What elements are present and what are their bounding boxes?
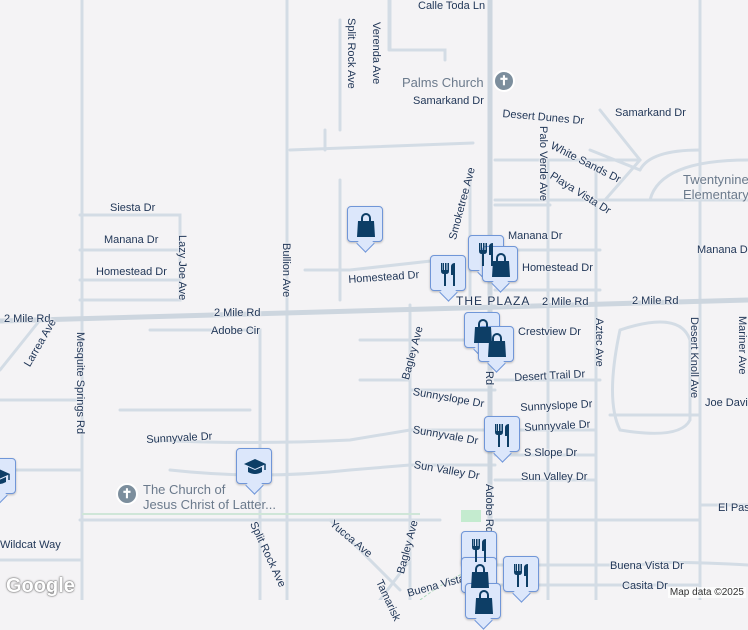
church-icon[interactable]: ✝	[493, 70, 515, 92]
street-label: Palo Verde Ave	[537, 126, 549, 202]
street-label: 2 Mile Rd	[4, 313, 51, 325]
street-label: Desert Knoll Ave	[688, 317, 700, 399]
street-label: 2 Mile Rd	[632, 295, 679, 307]
fork-knife-icon	[479, 243, 493, 266]
street-label: Adobe Cir	[211, 325, 260, 337]
fork-knife-icon	[472, 539, 486, 562]
street-label: Manana Dr	[697, 244, 748, 256]
google-logo: Google	[6, 575, 75, 597]
shopping-bag-icon	[492, 253, 510, 277]
street-label: Verenda Ave	[370, 22, 382, 85]
restaurant-marker[interactable]	[503, 556, 539, 592]
shopping-bag-icon	[475, 590, 493, 614]
lds-line2: Jesus Christ of Latter...	[143, 497, 276, 512]
street-label: Wildcat Way	[0, 539, 61, 551]
place-label-palms-church[interactable]: Palms Church	[402, 75, 484, 90]
place-label-elementary[interactable]: Twentynine Elementary	[683, 172, 748, 202]
street-label: Crestview Dr	[518, 326, 581, 338]
fork-knife-icon	[495, 424, 509, 447]
school-marker[interactable]	[236, 448, 272, 484]
street-label: Mesquite Springs Rd	[74, 332, 86, 435]
park-area	[461, 510, 481, 522]
street-label: Mariner Ave	[736, 316, 748, 375]
place-label-the-plaza: THE PLAZA	[456, 294, 531, 308]
street-label: Homestead Dr	[522, 262, 593, 274]
street-label: Adobe Rd	[483, 484, 495, 533]
street-label: Manana Dr	[508, 230, 563, 242]
street-label: Manana Dr	[104, 234, 159, 246]
street-label: Siesta Dr	[110, 202, 156, 214]
shopping-marker[interactable]	[482, 246, 518, 282]
street-label: S Slope Dr	[524, 447, 578, 459]
street-label: 2 Mile Rd	[214, 307, 261, 319]
road-network[interactable]	[0, 0, 748, 600]
street-label: 2 Mile Rd	[542, 296, 589, 308]
lds-line1: The Church of	[143, 482, 226, 497]
school-marker[interactable]	[0, 458, 16, 494]
fork-knife-icon	[514, 564, 528, 587]
elementary-line1: Twentynine	[683, 172, 748, 187]
street-label: Bullion Ave	[280, 243, 292, 298]
street-label: Buena Vista Dr	[610, 560, 684, 572]
street-label: Samarkand Dr	[615, 107, 686, 119]
restaurant-marker[interactable]	[484, 416, 520, 452]
street-label: Calle Toda Ln	[418, 0, 486, 12]
map-attribution[interactable]: Map data ©2025	[667, 587, 746, 598]
restaurant-marker[interactable]	[430, 255, 466, 291]
street-label: Lazy Joe Ave	[176, 235, 188, 301]
street-label: Samarkand Dr	[413, 95, 484, 107]
shopping-bag-icon	[357, 213, 375, 237]
street-label: Split Rock Ave	[345, 18, 357, 89]
graduation-cap-icon	[0, 469, 10, 484]
church-icon[interactable]: ✝	[116, 483, 138, 505]
street-label: Casita Dr	[622, 580, 668, 592]
street-label: Sun Valley Dr	[521, 471, 588, 483]
street-label: Rd	[483, 371, 495, 386]
shopping-bag-icon	[471, 564, 489, 588]
street-label: Homestead Dr	[96, 266, 167, 278]
street-label: Aztec Ave	[593, 318, 605, 367]
elementary-line2: Elementary	[683, 187, 748, 202]
place-label-lds-church[interactable]: The Church of Jesus Christ of Latter...	[143, 482, 276, 512]
graduation-cap-icon	[244, 459, 266, 474]
street-label: Joe Davis	[705, 397, 748, 409]
fork-knife-icon	[441, 263, 455, 286]
shopping-marker[interactable]	[347, 206, 383, 242]
shopping-bag-icon	[474, 319, 492, 343]
shopping-bag-icon	[488, 333, 506, 357]
street-label: El Paso	[718, 502, 748, 514]
